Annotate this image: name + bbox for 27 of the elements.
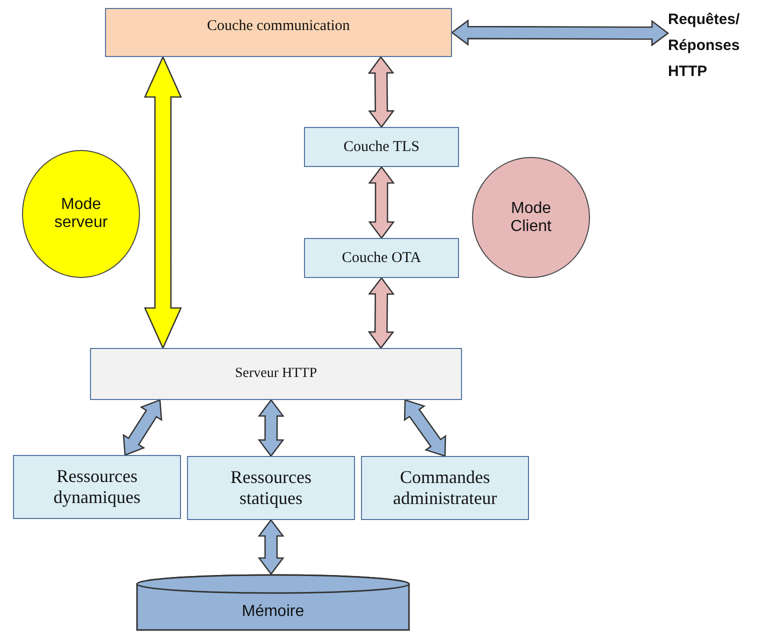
server-box [90,348,462,400]
double-arrow [144,55,182,350]
node-label: Mode serveur [53,196,109,232]
resource-box [187,456,355,520]
double-arrow [450,19,670,46]
node-label: Commandes administrateur [392,467,498,509]
node-label: Couche TLS [344,138,420,156]
double-arrow [258,398,284,458]
double-arrow [368,166,395,240]
layer-box [304,238,459,278]
layer-box [304,127,459,167]
node-label: Serveur HTTP [234,366,318,382]
double-arrow [404,399,446,457]
resource-box [361,456,529,520]
node-label: Couche OTA [342,250,422,266]
double-arrow [368,276,395,350]
node-label: Ressources dynamiques [52,466,142,508]
double-arrow [122,399,162,456]
layer-box [105,8,452,57]
double-arrow [258,518,284,576]
resource-box [13,455,181,519]
node-label: Mode Client [510,200,552,236]
node-label: Mémoire [242,603,304,621]
node-label: Couche communication [207,18,350,35]
protocol-label: Requêtes/ Réponses HTTP [668,6,763,86]
node-label: Ressources statiques [230,467,312,509]
double-arrow [368,56,395,128]
